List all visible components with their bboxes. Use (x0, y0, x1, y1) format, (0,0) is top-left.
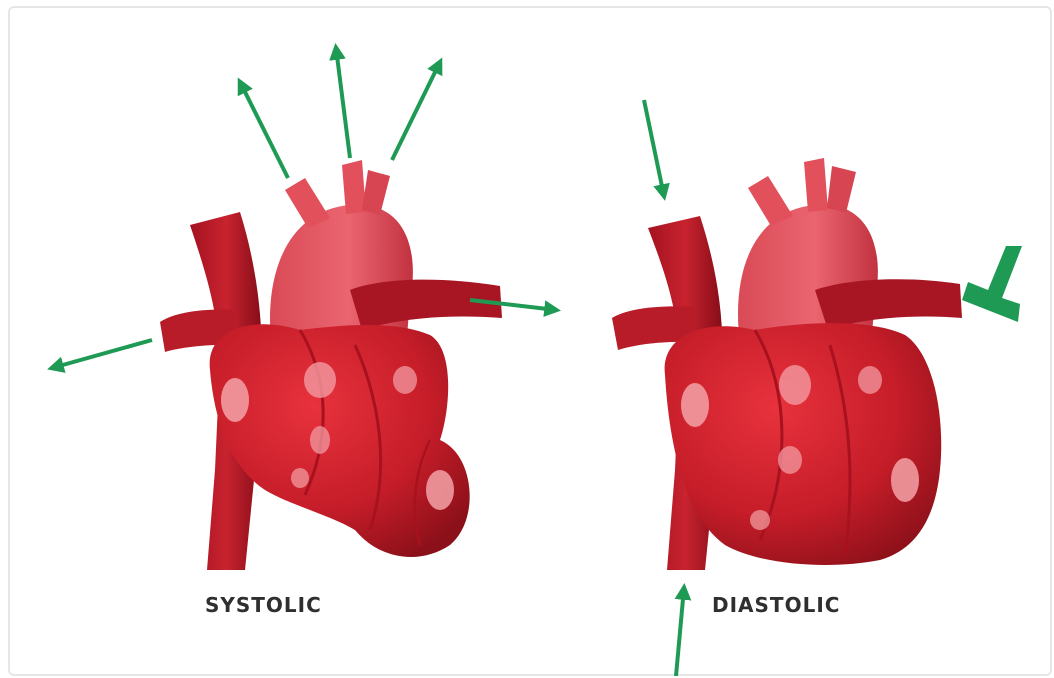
arrow-left-icon (52, 340, 152, 368)
pulmonary-artery-right (815, 279, 962, 330)
diastolic-label: DIASTOLIC (712, 593, 840, 617)
arrow-up-right-icon (392, 62, 440, 160)
aortic-branch-3 (827, 166, 856, 213)
aortic-branch-1 (285, 178, 330, 228)
aortic-branch-1 (748, 176, 793, 226)
aortic-branch-2 (804, 158, 828, 212)
arrow-down-icon (644, 100, 664, 196)
arrow-up-icon (336, 48, 350, 158)
systolic-heart (160, 160, 502, 570)
arrow-up-icon (676, 588, 684, 676)
aortic-branch-3 (362, 170, 390, 215)
aortic-branch-2 (342, 160, 366, 214)
pulmonary-artery-right (350, 280, 502, 330)
systolic-label: SYSTOLIC (205, 593, 322, 617)
diastolic-heart (612, 158, 962, 570)
arrow-up-left-icon (240, 82, 288, 178)
arrow-inward-chevron-icon (962, 246, 1022, 322)
